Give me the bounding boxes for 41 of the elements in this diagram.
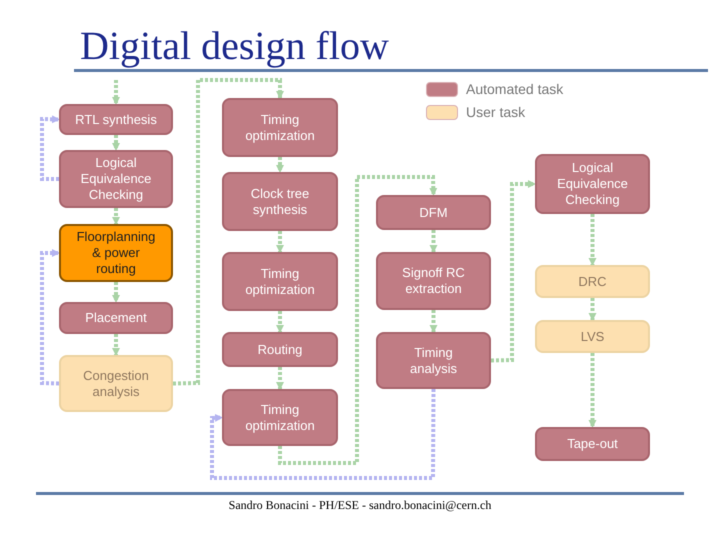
arrow [112,334,120,356]
arrow [276,157,284,173]
process-box: Timing optimization [222,252,338,311]
process-box: Placement [59,302,173,334]
arrow [210,389,436,480]
process-box: Tape-out [535,427,650,461]
arrow [430,230,438,253]
process-box: Signoff RC extraction [376,252,491,310]
arrow [588,353,596,428]
arrow [112,282,120,303]
process-box: LVS [535,320,650,353]
legend-text: Automated task [466,81,564,97]
arrow [40,115,60,181]
arrow [172,78,284,386]
arrow [588,298,596,321]
arrow [276,367,284,390]
arrow [490,180,536,362]
arrow [112,135,120,151]
arrow [112,80,120,105]
process-box: Clock tree synthesis [222,172,338,231]
process-box: DFM [376,195,491,230]
arrow [276,231,284,253]
arrow [430,310,438,333]
process-box: Floorplanning & power routing [59,224,173,282]
title: Digital design flow [80,22,389,70]
arrow [40,249,60,386]
process-box: Logical Equivalence Checking [59,150,173,208]
process-box: Timing optimization [222,98,338,157]
process-box: Timing optimization [222,389,338,446]
arrow [276,311,284,333]
arrow [278,175,438,465]
process-box: Logical Equivalence Checking [535,154,650,214]
process-box: DRC [535,265,650,298]
footer-text: Sandro Bonacini - PH/ESE - sandro.bonacini@cern.ch [228,498,492,512]
legend-text: User task [466,104,526,120]
process-box: Congestion analysis [59,355,173,412]
process-box: Timing analysis [376,332,491,389]
arrow [588,214,596,266]
process-box: Routing [222,332,338,367]
process-box: RTL synthesis [59,104,173,135]
arrow [112,208,120,225]
